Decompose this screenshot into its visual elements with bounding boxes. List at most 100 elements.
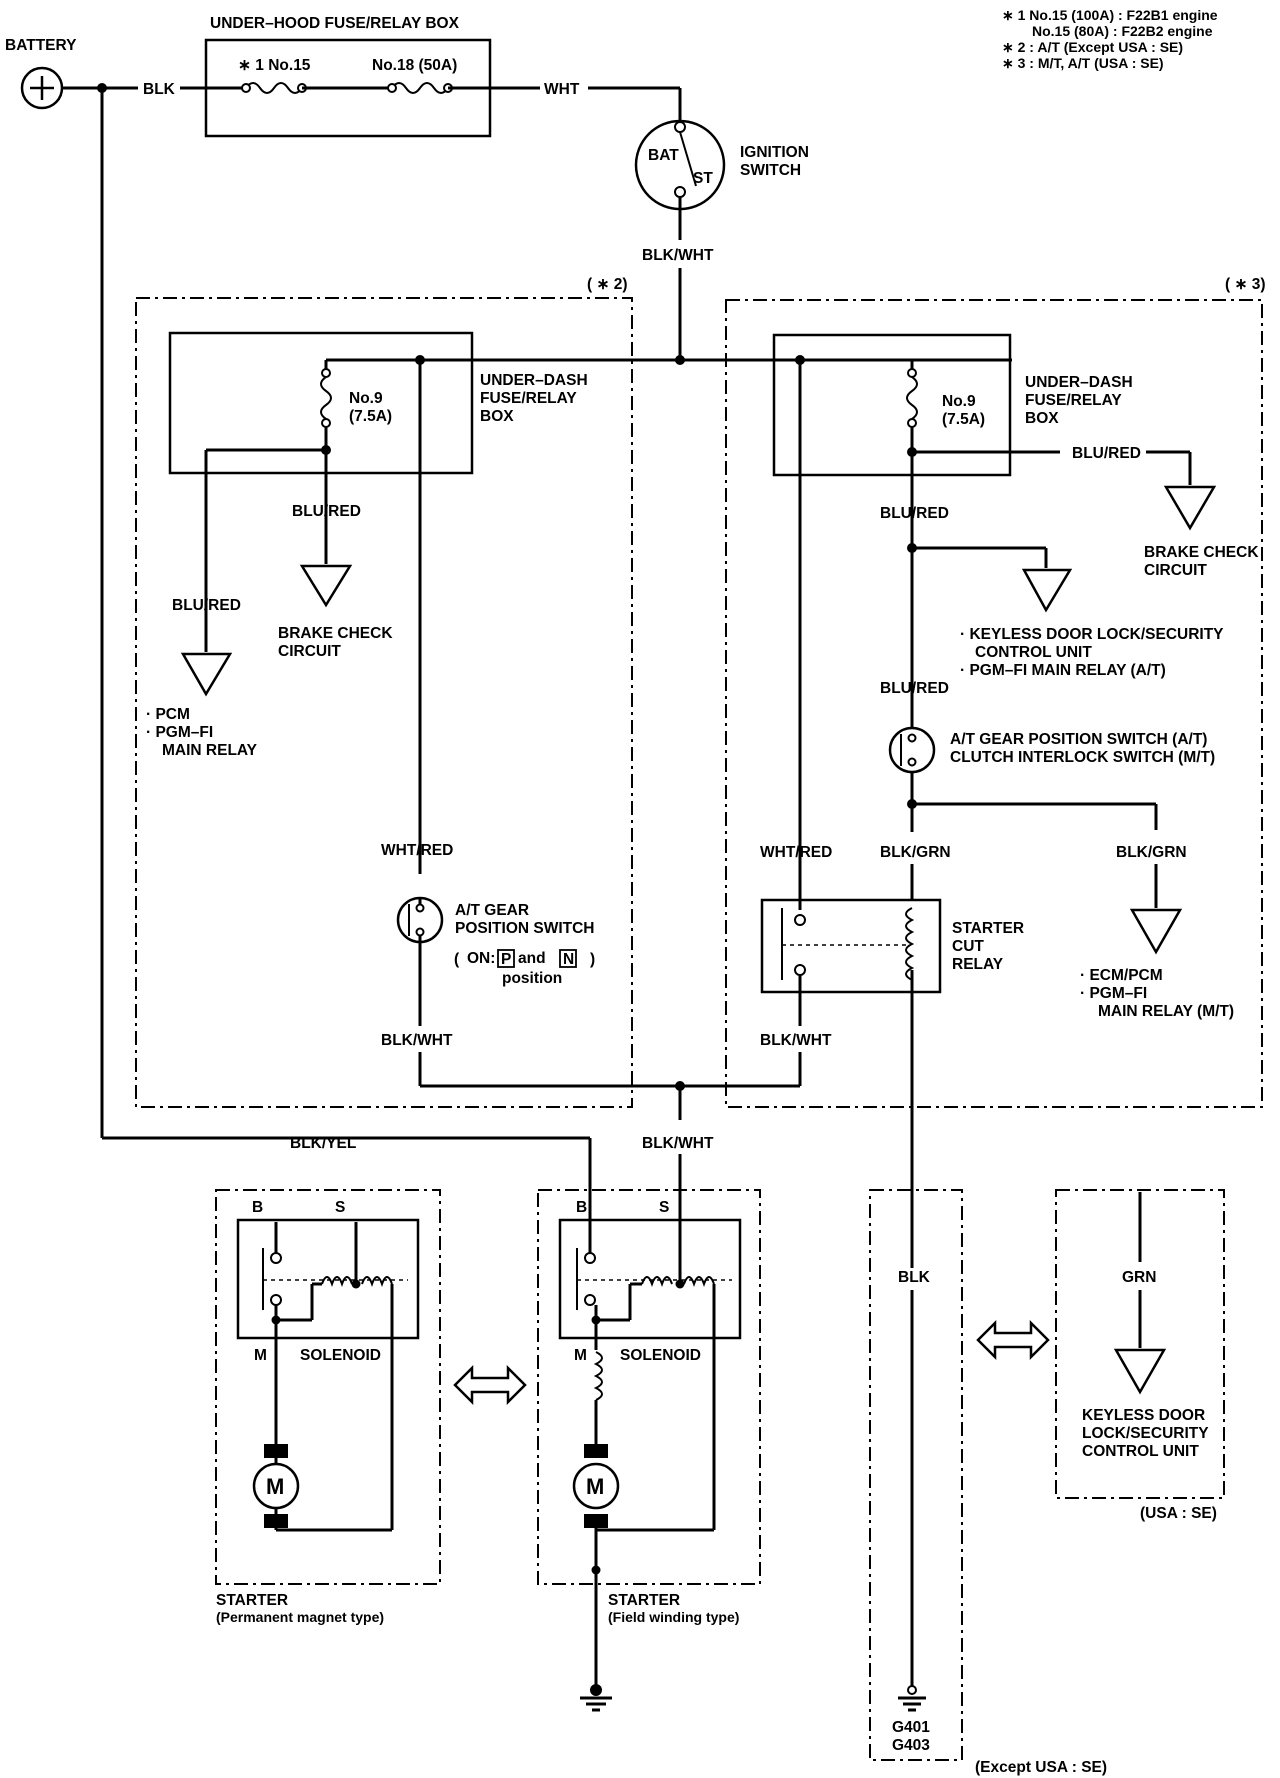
ecm-arrow-icon	[1129, 908, 1183, 955]
fuse-box-title: UNDER–HOOD FUSE/RELAY BOX	[210, 15, 460, 32]
right-keyless-2: CONTROL UNIT	[975, 644, 1092, 661]
ignition-label-1: IGNITION	[740, 144, 809, 161]
ignition-label-2: SWITCH	[740, 162, 801, 179]
alternative-arrow-icon	[976, 1319, 1050, 1361]
pm-m-label: M	[254, 1347, 267, 1364]
right-box-label-3: BOX	[1025, 410, 1059, 427]
left-switch-n: N	[563, 951, 574, 968]
pm-b-label: B	[252, 1199, 263, 1216]
right-keyless-3: · PGM–FI MAIN RELAY (A/T)	[960, 662, 1166, 679]
left-under-dash-box	[168, 331, 474, 475]
ground-g403: G403	[892, 1737, 930, 1754]
starter-field-winding: B S M SOLENOID M STARTER (Field winding …	[537, 1189, 761, 1712]
wire-label-blk-yel: BLK/YEL	[290, 1135, 356, 1152]
note-1-line1: ∗ 1 No.15 (100A) : F22B1 engine	[1002, 7, 1218, 23]
right-wht-red: WHT/RED	[760, 844, 832, 861]
relay-coil-icon	[905, 907, 915, 981]
fw-b-label: B	[576, 1199, 587, 1216]
fuse-18-label: No.18 (50A)	[372, 57, 457, 74]
right-box-label-1: UNDER–DASH	[1025, 374, 1133, 391]
right-blk-grn-b: BLK/GRN	[1116, 844, 1187, 861]
right-ecm-3: MAIN RELAY (M/T)	[1098, 1003, 1234, 1020]
battery: BATTERY	[5, 37, 77, 110]
left-switch-and: and	[518, 950, 546, 967]
ground-except: (Except USA : SE)	[975, 1759, 1107, 1776]
main-wiring: BLK BLK/YEL	[62, 81, 592, 1222]
keyless-arrow-icon	[1021, 568, 1073, 613]
wire-label-blk: BLK	[143, 81, 176, 98]
left-brake-1: BRAKE CHECK	[278, 625, 393, 642]
solenoid-coil-icon	[641, 1276, 715, 1287]
left-switch-1: A/T GEAR	[455, 902, 529, 919]
left-fuse-rating: (7.5A)	[349, 408, 392, 425]
ground-g401: G401	[892, 1719, 930, 1736]
wire-label-blk-wht-top: BLK/WHT	[642, 247, 714, 264]
right-relay-3: RELAY	[952, 956, 1004, 973]
left-switch-on: ON:	[467, 950, 495, 967]
alt-usa-se: (USA : SE)	[1140, 1505, 1217, 1522]
brake-check-arrow-icon	[299, 564, 353, 608]
right-fuse-no9: No.9	[942, 393, 976, 410]
right-blu-red-a: BLU/RED	[1072, 445, 1141, 462]
fw-s-label: S	[659, 1199, 669, 1216]
left-wht-red: WHT/RED	[381, 842, 453, 859]
right-blk-grn-a: BLK/GRN	[880, 844, 951, 861]
fw-title: STARTER	[608, 1592, 680, 1609]
left-switch-p: P	[501, 951, 511, 968]
motor-icon	[572, 1462, 620, 1510]
note-1-line2: No.15 (80A) : F22B2 engine	[1032, 23, 1213, 39]
pm-title: STARTER	[216, 1592, 288, 1609]
right-group-mt-at-usa-se: ( ∗ 3) UNDER–DASH FUSE/RELAY BOX No.9 (7…	[680, 276, 1266, 1108]
pm-solenoid-label: SOLENOID	[300, 1347, 381, 1364]
alt-keyless-1: KEYLESS DOOR	[1082, 1407, 1205, 1424]
right-blu-red-c: BLU/RED	[880, 680, 949, 697]
right-ecm-1: · ECM/PCM	[1080, 967, 1163, 984]
right-keyless-1: · KEYLESS DOOR LOCK/SECURITY	[960, 626, 1224, 643]
left-box-label-2: FUSE/RELAY	[480, 390, 577, 407]
right-box-label-2: FUSE/RELAY	[1025, 392, 1122, 409]
brake-check-arrow-icon	[1163, 485, 1217, 531]
left-pcm-2: · PGM–FI	[146, 724, 213, 741]
fw-m-label: M	[574, 1347, 587, 1364]
left-switch-2: POSITION SWITCH	[455, 920, 595, 937]
left-switch-4: position	[502, 970, 562, 987]
ground-blk-label: BLK	[898, 1269, 931, 1286]
pm-motor-label: M	[266, 1474, 284, 1499]
left-blu-red-b: BLU/RED	[172, 597, 241, 614]
battery-label: BATTERY	[5, 37, 77, 54]
right-fuse-rating: (7.5A)	[942, 411, 985, 428]
right-gear-2: CLUTCH INTERLOCK SWITCH (M/T)	[950, 749, 1215, 766]
fw-motor-label: M	[586, 1474, 604, 1499]
fuse-icon	[320, 376, 332, 420]
pcm-arrow-icon	[180, 652, 233, 697]
fw-sub: (Field winding type)	[608, 1609, 739, 1625]
note-2: ∗ 2 : A/T (Except USA : SE)	[1002, 39, 1183, 55]
wire-label-wht: WHT	[544, 81, 580, 98]
alt-grn-label: GRN	[1122, 1269, 1156, 1286]
left-fuse-no9: No.9	[349, 390, 383, 407]
svg-text:(: (	[454, 951, 460, 968]
group-2-label: ( ∗ 2)	[587, 276, 628, 293]
fuse-icon	[245, 82, 303, 94]
left-pcm-3: MAIN RELAY	[162, 742, 258, 759]
footnotes: ∗ 1 No.15 (100A) : F22B1 engine No.15 (8…	[1002, 7, 1218, 71]
svg-text:): )	[590, 951, 595, 968]
pm-s-label: S	[335, 1199, 345, 1216]
left-blk-wht: BLK/WHT	[381, 1032, 453, 1049]
field-winding-icon	[593, 1351, 603, 1401]
fuse-15-label: ∗ 1 No.15	[238, 57, 311, 74]
alt-keyless-2: LOCK/SECURITY	[1082, 1425, 1209, 1442]
left-pcm-1: · PCM	[146, 706, 190, 723]
left-box-label-3: BOX	[480, 408, 514, 425]
left-group-at-except-usa-se: ( ∗ 2) UNDER–DASH FUSE/RELAY BOX No.9 (7…	[135, 276, 680, 1108]
left-brake-2: CIRCUIT	[278, 643, 341, 660]
right-blk-wht: BLK/WHT	[760, 1032, 832, 1049]
note-3: ∗ 3 : M/T, A/T (USA : SE)	[1002, 55, 1164, 71]
ignition-bat-label: BAT	[648, 147, 679, 164]
alt-keyless-3: CONTROL UNIT	[1082, 1443, 1199, 1460]
right-brake-1: BRAKE CHECK	[1144, 544, 1259, 561]
right-ecm-2: · PGM–FI	[1080, 985, 1147, 1002]
right-brake-2: CIRCUIT	[1144, 562, 1207, 579]
left-box-label-1: UNDER–DASH	[480, 372, 588, 389]
starter-permanent-magnet: B S M SOLENOID M STARTER (Permanent magn…	[215, 1189, 441, 1625]
